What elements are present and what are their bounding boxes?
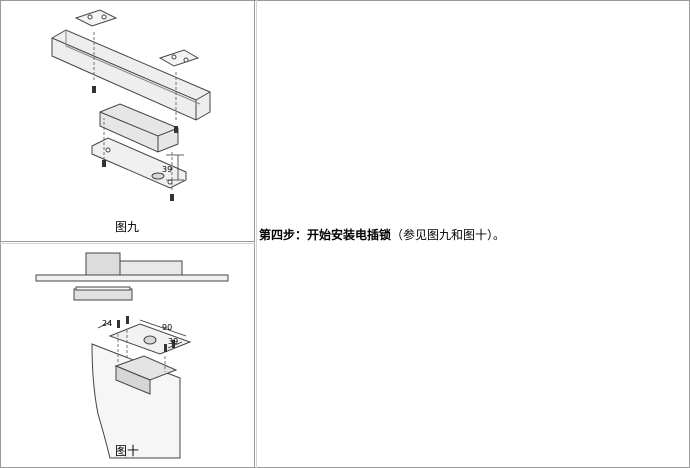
column-divider xyxy=(254,0,255,468)
step-action: 开始安装电插锁 xyxy=(307,228,392,242)
installation-step: 第四步：开始安装电插锁（参见图九和图十）。 xyxy=(259,226,505,243)
figure-9-caption: 图九 xyxy=(114,220,139,234)
figure-10-diagram: 24 90 39 xyxy=(35,252,229,459)
dimension-label: 90 xyxy=(162,323,172,332)
column-divider-shadow xyxy=(256,0,257,468)
row-divider xyxy=(0,241,255,242)
dimension-label: 39 xyxy=(162,165,172,174)
figure-reference: （参见图九和图十）。 xyxy=(391,228,506,242)
dimension-label: 39 xyxy=(168,337,178,346)
figure-9-diagram: 39 xyxy=(51,9,211,201)
dimension-label: 24 xyxy=(102,319,112,328)
row-divider-shadow xyxy=(0,243,255,244)
figure-10-caption: 图十 xyxy=(114,444,139,458)
step-label: 第四步： xyxy=(259,228,308,242)
